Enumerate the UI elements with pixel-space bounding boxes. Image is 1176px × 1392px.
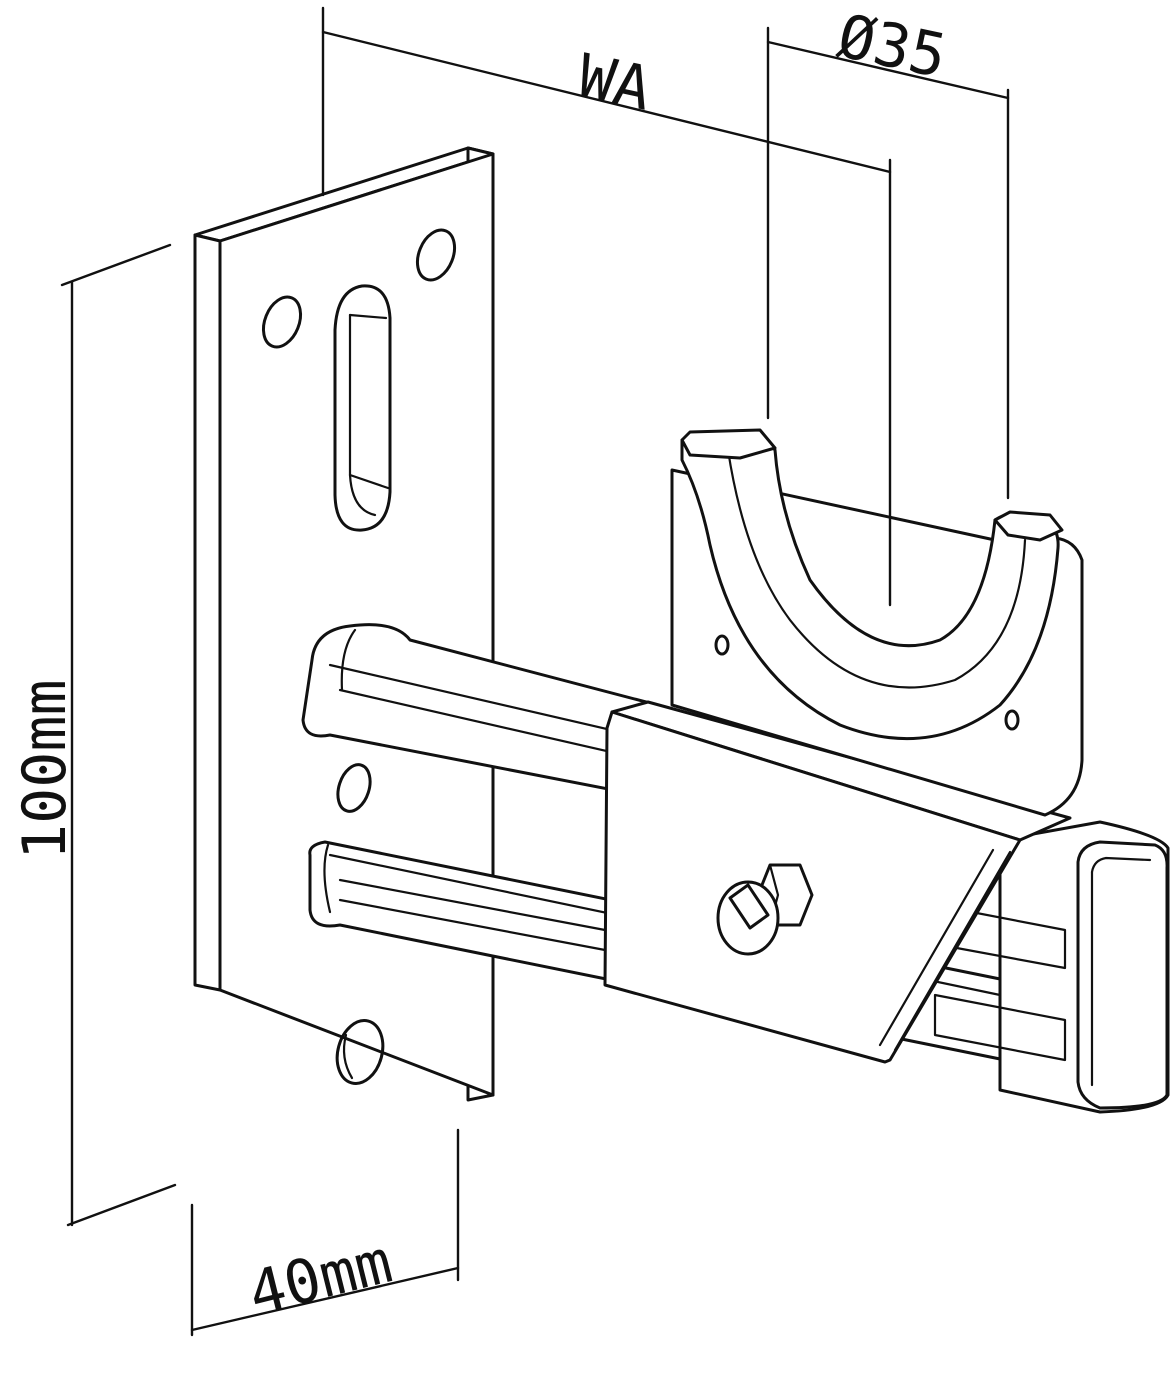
rod-holder xyxy=(670,428,1084,817)
width-label: 40mm xyxy=(242,1227,399,1330)
dimension-height: 100mm xyxy=(10,243,177,1227)
clamp-sleeve xyxy=(603,700,1072,1064)
set-screw xyxy=(716,863,814,956)
telescopic-rail xyxy=(933,820,1170,1114)
keyhole-slot xyxy=(333,284,392,532)
dimension-width: 40mm xyxy=(190,1128,460,1337)
wa-label: WA xyxy=(572,41,657,124)
wall-plate xyxy=(193,146,495,1102)
height-label: 100mm xyxy=(10,679,80,860)
dimension-diameter: Ø35 xyxy=(766,1,1010,500)
mounting-holes xyxy=(261,228,457,1085)
diameter-label: Ø35 xyxy=(832,1,953,92)
dimension-wa: WA xyxy=(321,6,892,607)
